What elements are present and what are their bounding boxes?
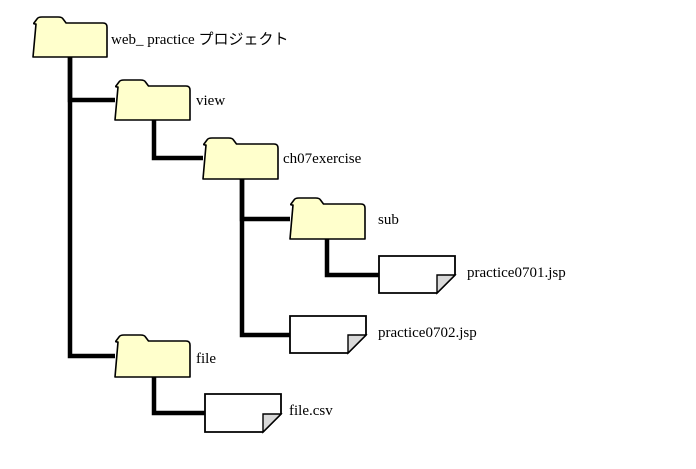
folder-node-view[interactable] bbox=[114, 79, 191, 121]
node-label-root: web_ practice プロジェクト bbox=[111, 32, 289, 48]
connector-view-to-ch07exercise bbox=[151, 120, 203, 161]
node-label-sub: sub bbox=[378, 212, 399, 228]
connector-root-to-file bbox=[67, 57, 115, 359]
connector-ch07exercise-to-practice0702 bbox=[239, 179, 290, 338]
folder-icon[interactable] bbox=[114, 334, 191, 378]
folder-icon[interactable] bbox=[202, 137, 279, 180]
connector-sub-to-practice0701 bbox=[324, 239, 379, 278]
file-fold-corner-icon bbox=[347, 334, 368, 355]
node-label-file: file bbox=[196, 351, 216, 367]
folder-icon[interactable] bbox=[114, 79, 191, 121]
file-fold-corner-icon bbox=[436, 274, 457, 295]
connector-ch07exercise-to-sub bbox=[239, 179, 290, 222]
folder-node-ch07exercise[interactable] bbox=[202, 137, 279, 180]
file-node-filecsv[interactable] bbox=[204, 393, 283, 434]
node-label-ch07exercise: ch07exercise bbox=[283, 151, 362, 167]
node-label-practice0701: practice0701.jsp bbox=[467, 265, 566, 281]
tree-connectors bbox=[67, 57, 379, 416]
connector-root-to-view bbox=[67, 57, 115, 103]
folder-node-root[interactable] bbox=[32, 16, 108, 58]
folder-icon[interactable] bbox=[32, 16, 108, 58]
folder-icon[interactable] bbox=[289, 197, 366, 240]
node-label-filecsv: file.csv bbox=[289, 403, 333, 419]
file-node-practice0701[interactable] bbox=[378, 255, 457, 295]
node-label-view: view bbox=[196, 93, 226, 109]
folder-node-sub[interactable] bbox=[289, 197, 366, 240]
folder-node-file[interactable] bbox=[114, 334, 191, 378]
connector-file-to-filecsv bbox=[151, 377, 205, 416]
file-fold-corner-icon bbox=[262, 413, 283, 434]
node-label-practice0702: practice0702.jsp bbox=[378, 325, 477, 341]
file-node-practice0702[interactable] bbox=[289, 315, 368, 355]
